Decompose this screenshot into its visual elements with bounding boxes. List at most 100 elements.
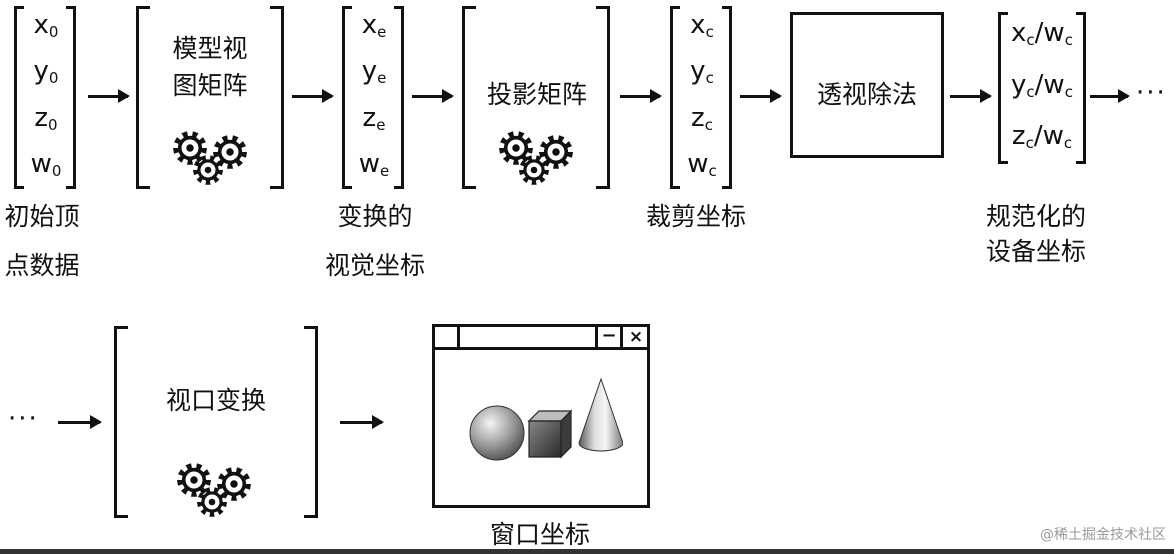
viewport-gears-icon <box>177 463 251 517</box>
clip-coords-right-bracket <box>722 6 732 189</box>
vector-component: xc <box>690 10 714 47</box>
gear-icon <box>193 155 223 185</box>
component-subscript: c <box>704 115 713 134</box>
continued-ellipsis: ··· <box>8 404 39 434</box>
eye-coords-caption: 变换的 视觉坐标 <box>300 200 450 282</box>
arrow-to-continuation <box>1090 89 1130 103</box>
arrow-to-ndc <box>950 89 992 103</box>
initial-vertex-left-bracket <box>14 6 24 189</box>
clip-coords-caption: 裁剪坐标 <box>645 202 746 231</box>
vector-component: zc <box>691 103 713 140</box>
ndc-caption: 规范化的 设备坐标 <box>966 200 1106 268</box>
ndc-right-bracket <box>1076 12 1086 164</box>
arrow-to-viewport <box>58 415 102 429</box>
model-view-label-line2: 图矩阵 <box>172 71 248 100</box>
perspective-divide-label: 透视除法 <box>816 80 917 109</box>
component-symbol: /w <box>1033 121 1064 151</box>
vector-component: yc/wc <box>1011 70 1073 107</box>
gear-icon <box>519 155 549 185</box>
continuation-ellipsis: ··· <box>1136 78 1167 108</box>
vector-component: xc/wc <box>1011 18 1073 55</box>
component-subscript: 0 <box>48 115 58 134</box>
window-caption: 窗口坐标 <box>489 520 590 549</box>
vector-component: wc <box>687 149 717 186</box>
projection-left-bracket <box>462 6 476 189</box>
model-view-label-line1: 模型视 <box>172 34 248 63</box>
component-subscript: c <box>1025 134 1034 152</box>
component-symbol: y <box>361 56 378 87</box>
gear-icon <box>197 487 227 517</box>
ndc-caption-line2: 设备坐标 <box>985 237 1086 266</box>
initial-vertex-caption-line1: 初始顶 <box>4 202 80 231</box>
gear-icon <box>177 463 211 497</box>
component-subscript: c <box>1026 82 1035 101</box>
initial-vertex-caption-line2: 点数据 <box>4 251 80 280</box>
component-subscript: 0 <box>48 23 59 41</box>
vector-component: xe <box>362 10 387 47</box>
window-minimize-button[interactable]: − <box>595 327 623 347</box>
bottom-border <box>0 549 1174 554</box>
component-symbol: y <box>690 56 706 87</box>
window-system-menu[interactable] <box>435 327 460 347</box>
eye-coords-left-bracket <box>342 6 352 189</box>
vector-component: x0 <box>34 10 59 47</box>
projection-gears-icon <box>499 131 573 185</box>
clip-coords-left-bracket <box>670 6 680 189</box>
eye-coords-right-bracket <box>394 6 404 189</box>
component-subscript: c <box>705 23 714 41</box>
component-symbol: /w <box>1034 18 1065 48</box>
arrow-to-model-view <box>88 89 130 103</box>
model-view-right-bracket <box>270 6 284 189</box>
component-symbol: z <box>691 102 705 133</box>
ndc-caption-line1: 规范化的 <box>985 202 1086 231</box>
component-symbol: x <box>361 10 378 40</box>
gear-icon <box>499 131 533 165</box>
vector-component: zc/wc <box>1012 121 1072 158</box>
arrow-to-eye-coords <box>292 89 334 103</box>
cone-shape <box>578 377 623 452</box>
vector-component: y0 <box>34 56 59 93</box>
component-subscript: e <box>377 69 387 88</box>
model-view-left-bracket <box>136 6 150 189</box>
projection-right-bracket <box>596 6 610 189</box>
component-subscript: 0 <box>48 69 59 88</box>
arrow-to-window <box>340 415 384 429</box>
projection-label: 投影矩阵 <box>486 80 587 109</box>
component-subscript: c <box>705 69 714 88</box>
component-symbol: z <box>1011 121 1026 151</box>
arrow-to-perspective-divide <box>740 89 782 103</box>
gear-icon <box>539 135 573 169</box>
component-subscript: c <box>708 161 717 180</box>
model-view-gears-icon <box>173 131 247 185</box>
vector-component: z0 <box>34 103 57 140</box>
arrow-to-clip-coords <box>620 89 662 103</box>
window-close-button[interactable]: × <box>628 327 644 347</box>
vector-component: w0 <box>31 149 62 186</box>
window-title-bar: − × <box>435 327 647 350</box>
vector-component: ye <box>362 56 387 93</box>
initial-vertex-right-bracket <box>66 6 76 189</box>
eye-coords-caption-line2: 视觉坐标 <box>324 251 425 280</box>
watermark: @稀土掘金技术社区 <box>1040 527 1166 543</box>
component-subscript: c <box>1064 31 1073 49</box>
viewport-right-bracket <box>304 326 318 518</box>
vector-component: yc <box>690 56 714 93</box>
component-subscript: e <box>377 23 387 41</box>
component-symbol: x <box>1011 18 1027 48</box>
ndc-left-bracket <box>998 12 1008 164</box>
component-symbol: z <box>362 102 377 133</box>
component-subscript: e <box>380 161 390 180</box>
window-3d-shapes <box>469 377 623 461</box>
eye-coords-caption-line1: 变换的 <box>337 202 413 231</box>
viewport-left-bracket <box>114 326 128 518</box>
model-view-label: 模型视 图矩阵 <box>150 32 270 102</box>
component-symbol: /w <box>1034 69 1065 100</box>
component-subscript: c <box>1063 134 1073 152</box>
component-symbol: w <box>358 148 381 179</box>
component-symbol: w <box>30 148 52 179</box>
gear-icon <box>217 467 251 501</box>
